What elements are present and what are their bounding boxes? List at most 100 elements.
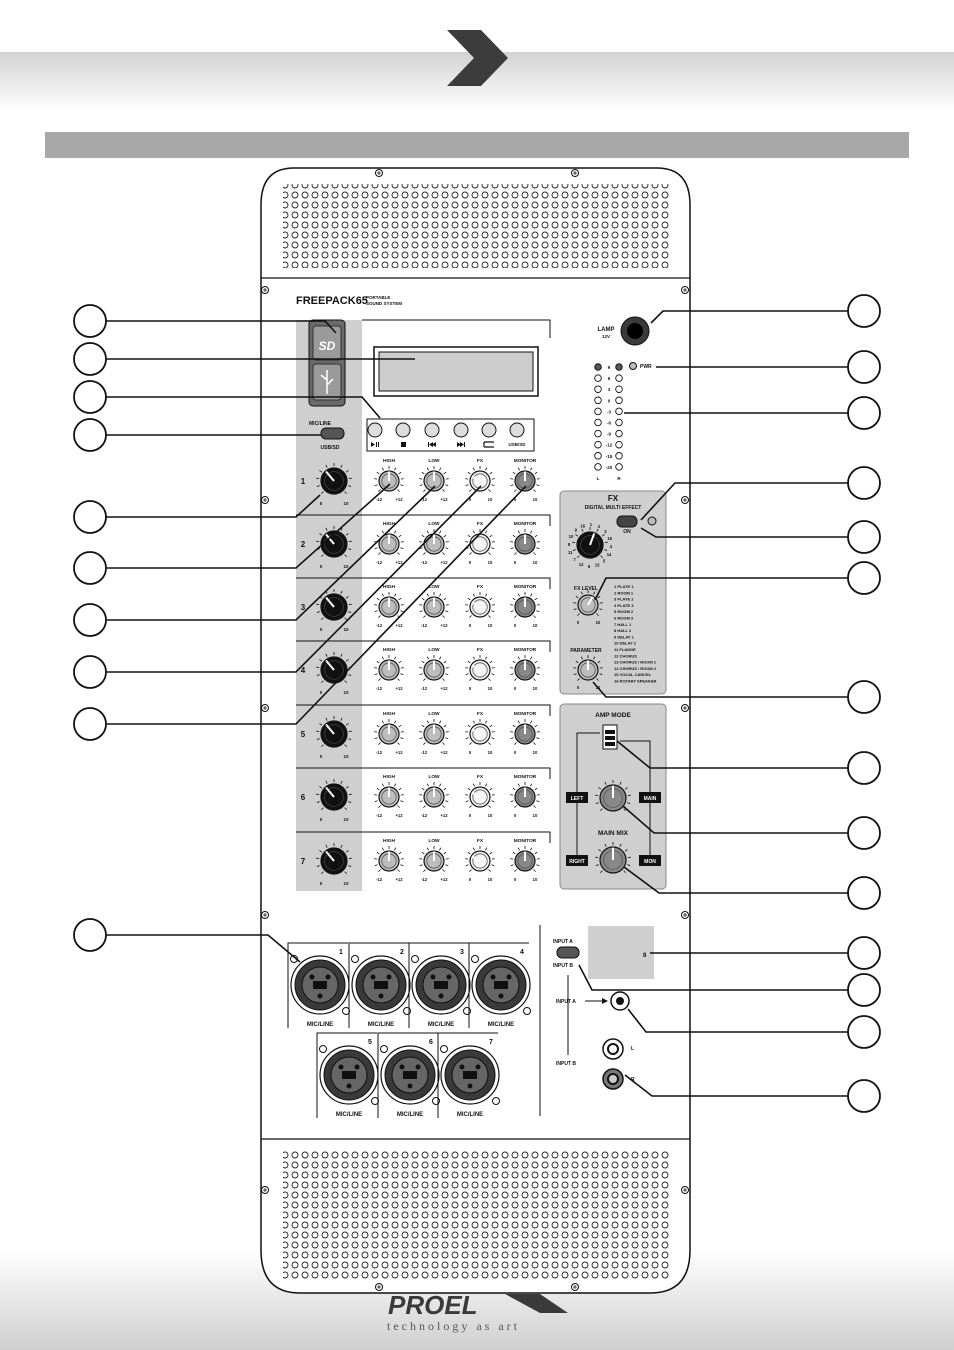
fx-preset-number: 10	[569, 534, 574, 539]
channel-4-monitor-knob[interactable]	[510, 655, 540, 681]
parameter-knob[interactable]	[573, 655, 603, 681]
callout-marker	[847, 396, 881, 430]
channel-6-high-knob[interactable]	[374, 782, 404, 808]
channel-3-monitor-knob[interactable]	[510, 592, 540, 618]
amp-mode-title: AMP MODE	[595, 712, 631, 719]
ch8-label: 8	[643, 953, 647, 959]
callout-marker	[847, 294, 881, 328]
eq-title: LOW	[428, 521, 440, 527]
channel-6-monitor-knob[interactable]	[510, 782, 540, 808]
main-mix-knob[interactable]	[595, 842, 631, 874]
meter-level-label: -15	[606, 454, 613, 459]
channel-3-low-knob[interactable]	[419, 592, 449, 618]
eq-title: MONITOR	[514, 458, 537, 464]
fx-preset-name: 10 DELAY 2	[614, 641, 637, 646]
channel-5-gain-knob[interactable]	[316, 716, 352, 748]
channel-1-high-knob[interactable]	[374, 466, 404, 492]
fx-preset-name: 4 PLATE 3	[614, 603, 634, 608]
fx-preset-number: 5	[603, 558, 606, 563]
fx-level-knob[interactable]	[573, 590, 603, 616]
sd-card-slot[interactable]	[312, 325, 342, 361]
channel-7-high-knob[interactable]	[374, 846, 404, 872]
scale-label: -12	[421, 877, 428, 882]
fx-preset-number: 7	[573, 557, 576, 562]
channel-6-gain-knob[interactable]	[316, 779, 352, 811]
fx-preset-name: 7 HALL 1	[614, 622, 632, 627]
channel-1-monitor-knob[interactable]	[510, 466, 540, 492]
scale-label: -12	[376, 813, 383, 818]
meter-led-right	[615, 429, 623, 438]
speaker-grille-top	[283, 184, 669, 268]
fx-preset-selector-knob[interactable]	[572, 527, 608, 559]
channel-1-gain-knob[interactable]	[316, 463, 352, 495]
callout-marker	[847, 350, 881, 384]
channel-6-low-knob[interactable]	[419, 782, 449, 808]
play-pause-button[interactable]	[367, 422, 383, 438]
brand-tagline: technology as art	[387, 1319, 520, 1333]
eq-title: HIGH	[383, 584, 396, 590]
scale-label: 10	[596, 620, 601, 625]
channel-2-high-knob[interactable]	[374, 529, 404, 555]
repeat-button[interactable]	[481, 422, 497, 438]
fx-preset-number: 4	[610, 544, 613, 549]
channel-2-monitor-knob[interactable]	[510, 529, 540, 555]
channel-5-monitor-knob[interactable]	[510, 719, 540, 745]
channel-7-monitor-knob[interactable]	[510, 846, 540, 872]
channel-3-gain-knob[interactable]	[316, 589, 352, 621]
scale-label: +12	[440, 623, 448, 628]
scale-label: 10	[533, 497, 538, 502]
channel-4-high-knob[interactable]	[374, 655, 404, 681]
channel-4-gain-knob[interactable]	[316, 652, 352, 684]
meter-led-right	[615, 418, 623, 427]
channel-5-high-knob[interactable]	[374, 719, 404, 745]
channel-4-low-knob[interactable]	[419, 655, 449, 681]
scale-label: 0	[469, 623, 472, 628]
callout-marker	[847, 973, 881, 1007]
eq-title: HIGH	[383, 647, 396, 653]
channel-4-fx-knob[interactable]	[465, 655, 495, 681]
sd-usb-ports[interactable]: SD	[308, 319, 346, 407]
next-button[interactable]	[453, 422, 469, 438]
jack-number: 3	[460, 949, 464, 956]
channel-7-fx-knob[interactable]	[465, 846, 495, 872]
jack-label: MIC/LINE	[397, 1112, 423, 1118]
channel-2-gain-knob[interactable]	[316, 526, 352, 558]
meter-level-label: -9	[607, 432, 611, 437]
eq-title: MONITOR	[514, 647, 537, 653]
eq-title: HIGH	[383, 711, 396, 717]
channel-3-high-knob[interactable]	[374, 592, 404, 618]
fx-on-switch[interactable]	[616, 515, 638, 528]
section-title-bar	[45, 132, 909, 158]
callout-marker	[73, 918, 107, 952]
previous-button[interactable]	[424, 422, 440, 438]
channel-1-fx-knob[interactable]	[465, 466, 495, 492]
eq-title: FX	[477, 774, 484, 780]
mon-tag: MON	[639, 855, 661, 866]
eq-title: FX	[477, 458, 484, 464]
fx-level-label: FX LEVEL	[574, 586, 598, 592]
usb-sd-button[interactable]	[509, 422, 525, 438]
callout-marker	[847, 876, 881, 910]
channel-6-fx-knob[interactable]	[465, 782, 495, 808]
channel-1-low-knob[interactable]	[419, 466, 449, 492]
meter-led-left	[594, 418, 602, 427]
channel-5-fx-knob[interactable]	[465, 719, 495, 745]
channel-3-fx-knob[interactable]	[465, 592, 495, 618]
fx-preset-number: 16	[580, 523, 585, 528]
scale-label: +12	[395, 877, 403, 882]
amp-mode-level-knob[interactable]	[595, 780, 631, 812]
channel-7-low-knob[interactable]	[419, 846, 449, 872]
input-ab-switch[interactable]	[556, 946, 580, 959]
mic-line-usb-switch[interactable]	[320, 427, 345, 440]
media-module-frame	[362, 319, 551, 338]
stop-button[interactable]	[395, 422, 411, 438]
channel-5-low-knob[interactable]	[419, 719, 449, 745]
channel-7-gain-knob[interactable]	[316, 843, 352, 875]
